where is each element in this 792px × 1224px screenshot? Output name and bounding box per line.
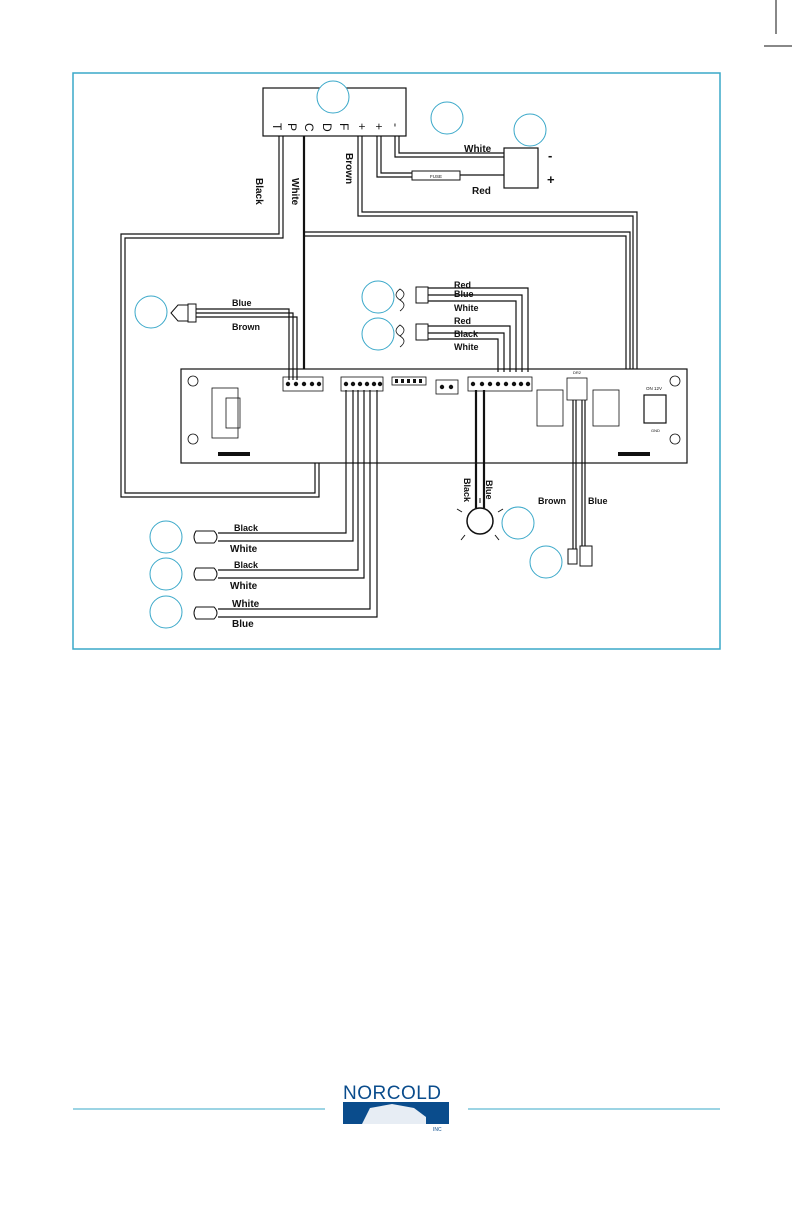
terminal-label-d: D bbox=[320, 123, 334, 132]
label-switch-blue: Blue bbox=[588, 496, 608, 506]
power-minus: - bbox=[548, 148, 552, 163]
label-light-blue: Blue bbox=[484, 480, 494, 500]
terminal-label-t: T bbox=[270, 123, 284, 131]
brand-sub: INC bbox=[433, 1127, 442, 1133]
label-brown-top: Brown bbox=[343, 153, 354, 184]
label-sensor3-white: White bbox=[232, 599, 260, 610]
callout-power-source bbox=[514, 114, 546, 146]
sensor-3 bbox=[194, 607, 217, 619]
door-switch bbox=[568, 546, 592, 566]
callout-fan-1 bbox=[362, 281, 394, 313]
label-sensor3-blue: Blue bbox=[232, 619, 254, 630]
label-power-white: White bbox=[464, 144, 492, 155]
terminal-label-minus: - bbox=[389, 123, 403, 127]
label-sensor2-white: White bbox=[230, 581, 258, 592]
label-sensor1-black: Black bbox=[234, 523, 259, 533]
callout-sensor-3 bbox=[150, 596, 182, 628]
label-fan2-red: Red bbox=[454, 316, 471, 326]
brand-name: NORCOLD bbox=[343, 1083, 442, 1104]
thermistor bbox=[171, 304, 196, 322]
light-bulb bbox=[457, 498, 503, 540]
callout-fan-2 bbox=[362, 318, 394, 350]
callout-thermistor bbox=[135, 296, 167, 328]
label-switch-brown: Brown bbox=[538, 496, 566, 506]
relay-label-on: ON 12V bbox=[646, 386, 662, 391]
fan-1 bbox=[396, 287, 428, 311]
label-thermistor-blue: Blue bbox=[232, 298, 252, 308]
terminal-label-p: P bbox=[285, 123, 299, 131]
label-fan2-black: Black bbox=[454, 329, 479, 339]
label-light-black: Black bbox=[462, 478, 472, 503]
callout-light bbox=[502, 507, 534, 539]
relay-label-gnd: GND bbox=[651, 428, 660, 433]
wire-brown bbox=[362, 136, 644, 404]
label-white-top: White bbox=[289, 178, 300, 206]
power-plus: + bbox=[547, 172, 555, 187]
power-connector bbox=[504, 148, 538, 188]
terminal-label-f: F bbox=[337, 123, 351, 130]
callout-terminal-block bbox=[317, 81, 349, 113]
label-power-red: Red bbox=[472, 186, 491, 197]
terminal-label-c: C bbox=[302, 123, 316, 132]
callout-door-switch bbox=[530, 546, 562, 578]
label-fan2-white: White bbox=[454, 342, 479, 352]
sensor-1 bbox=[194, 531, 217, 543]
control-board: DR2 ON 12V GND bbox=[181, 369, 687, 463]
label-fan1-blue: Blue bbox=[454, 289, 474, 299]
label-fan1-white: White bbox=[454, 303, 479, 313]
terminal-label-plus-1: + bbox=[355, 123, 369, 130]
terminal-label-plus-2: + bbox=[372, 123, 386, 130]
callout-power-lead bbox=[431, 102, 463, 134]
label-sensor1-white: White bbox=[230, 544, 258, 555]
label-thermistor-brown: Brown bbox=[232, 322, 260, 332]
norcold-logo: NORCOLD INC bbox=[343, 1083, 449, 1133]
label-sensor2-black: Black bbox=[234, 560, 259, 570]
callout-sensor-1 bbox=[150, 521, 182, 553]
fuse-label: FUSE bbox=[430, 174, 442, 179]
callout-sensor-2 bbox=[150, 558, 182, 590]
sensor-2 bbox=[194, 568, 217, 580]
label-black-top: Black bbox=[253, 178, 264, 205]
fan-2 bbox=[396, 324, 428, 347]
board-top-label: DR2 bbox=[573, 370, 582, 375]
